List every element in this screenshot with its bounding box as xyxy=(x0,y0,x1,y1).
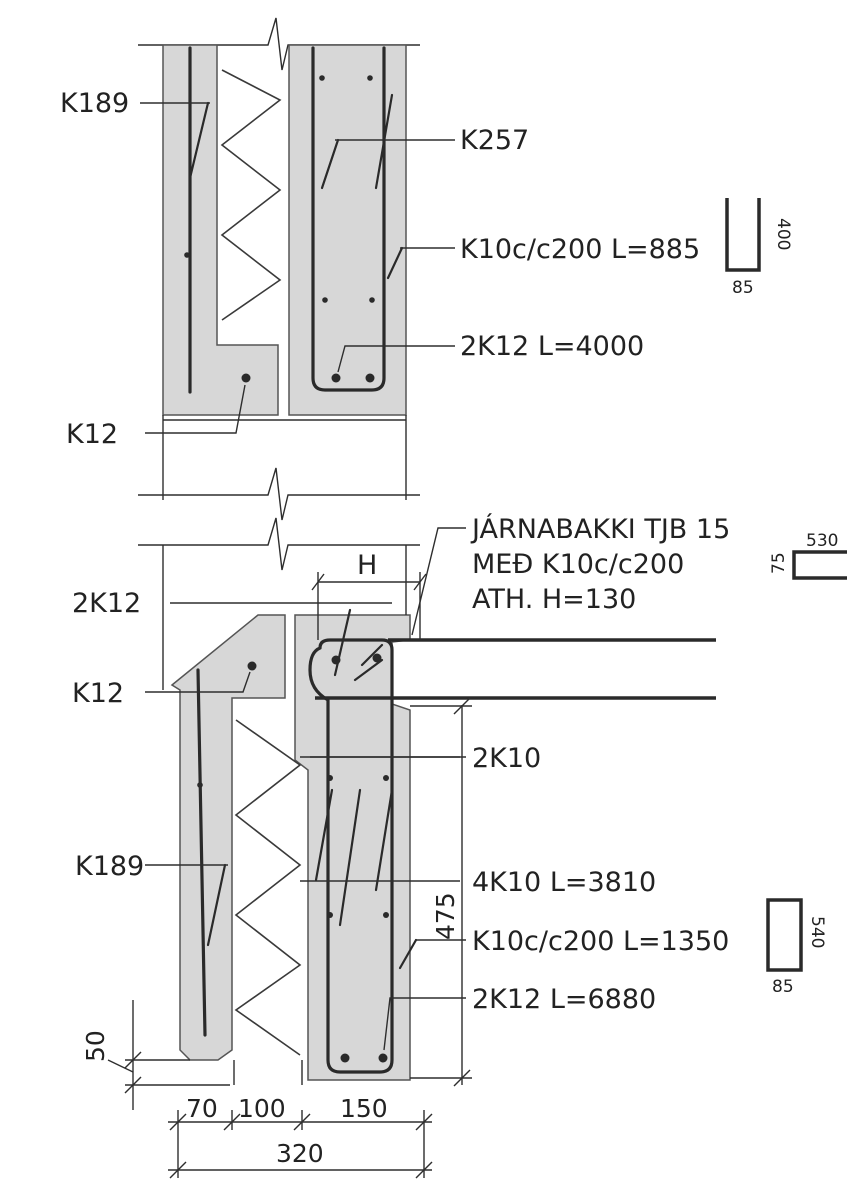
lower-tie xyxy=(374,788,394,892)
lower-insulation xyxy=(234,719,302,1056)
label-lower-4k10: 4K10 L=3810 xyxy=(472,867,656,898)
upper-k257-tie-2 xyxy=(374,93,394,190)
lower-k12-dot xyxy=(247,661,257,671)
lower-2k12-dot xyxy=(372,653,382,663)
upper-bar-dot xyxy=(367,75,373,81)
label-lower-2k12: 2K12 xyxy=(72,588,141,619)
lower-k189-bar xyxy=(196,668,207,1037)
lower-2k12-bottom-dot xyxy=(378,1053,388,1063)
lower-outer-leaf xyxy=(170,614,286,1061)
label-upper-k10c: K10c/c200 L=885 xyxy=(460,234,700,265)
lower-k189-tie xyxy=(206,863,227,947)
upper-k10c-tie xyxy=(386,246,404,280)
lower-2k12-bottom-dot xyxy=(340,1053,350,1063)
leader-upper-k12 xyxy=(145,384,246,434)
lower-tie xyxy=(398,938,418,970)
label-upper-stirrup-w: 85 xyxy=(732,278,754,298)
lower-wall-section: H 475 50 70 100 150 320 xyxy=(72,513,847,1179)
lower-tie xyxy=(314,788,334,882)
label-upper-k257: K257 xyxy=(460,125,529,156)
label-shape-85: 85 xyxy=(772,977,794,997)
dim-bottom-tick xyxy=(293,1113,311,1131)
leader-upper-2k12 xyxy=(337,345,455,373)
upper-k189-tie xyxy=(188,101,210,180)
label-dim-100: 100 xyxy=(238,1094,286,1123)
dim-bottom-tick xyxy=(169,1161,187,1179)
upper-bar-dot xyxy=(369,297,375,303)
lower-4k10-dot xyxy=(327,912,333,918)
lower-tie xyxy=(338,788,362,927)
label-shape-540: 540 xyxy=(807,916,827,948)
label-shape-530: 530 xyxy=(806,531,838,551)
lower-4k10-dot xyxy=(327,775,333,781)
upper-k12-dot xyxy=(241,373,251,383)
shape-530x75 xyxy=(792,550,847,580)
upper-bar-dot xyxy=(322,297,328,303)
lower-bar-dot xyxy=(197,782,203,788)
leader-jarnabakki xyxy=(411,527,466,636)
label-upper-k189: K189 xyxy=(60,88,129,119)
upper-bar-dot xyxy=(184,252,190,258)
label-shape-75: 75 xyxy=(769,552,789,574)
label-lower-k10c: K10c/c200 L=1350 xyxy=(472,926,729,957)
middle-break-line-2 xyxy=(138,517,420,571)
lower-tie xyxy=(360,643,384,667)
label-lower-2k10: 2K10 xyxy=(472,743,541,774)
upper-outer-leaf xyxy=(162,44,279,416)
label-lower-k189: K189 xyxy=(75,851,144,882)
upper-2k12-dot xyxy=(365,373,375,383)
upper-2k12-dot xyxy=(331,373,341,383)
label-dim-475: 475 xyxy=(431,892,460,940)
label-jarnabakki-line3: ATH. H=130 xyxy=(472,584,636,615)
lower-2k12-dot xyxy=(331,655,341,665)
dim-bottom-tick xyxy=(415,1161,433,1179)
leader-lower-2k12-bottom xyxy=(383,997,466,1051)
label-jarnabakki-line2: MEÐ K10c/c200 xyxy=(472,549,684,580)
label-jarnabakki-line1: JÁRNABAKKI TJB 15 xyxy=(470,513,730,545)
leader-lower-k12 xyxy=(145,671,251,693)
upper-wall-section: K189 K257 K10c/c200 L=885 2K12 L=4000 K1… xyxy=(60,17,793,571)
label-dim-150: 150 xyxy=(340,1094,388,1123)
label-lower-k12: K12 xyxy=(72,678,124,709)
dim-50-tick xyxy=(124,1051,142,1069)
upper-insulation xyxy=(220,69,282,321)
dim-bottom-tick xyxy=(223,1113,241,1131)
lower-4k10-dot xyxy=(383,775,389,781)
lower-stirrup xyxy=(308,638,394,1074)
label-dim-70: 70 xyxy=(186,1094,218,1123)
dim-bottom-tick xyxy=(169,1113,187,1131)
lower-tie xyxy=(353,658,384,682)
shape-540x85 xyxy=(766,898,803,972)
label-h: H xyxy=(357,550,377,581)
upper-k257-tie-1 xyxy=(320,138,340,190)
label-upper-2k12: 2K12 L=4000 xyxy=(460,331,644,362)
lower-4k10-dot xyxy=(383,912,389,918)
label-upper-stirrup-h: 400 xyxy=(773,218,793,250)
label-dim-320: 320 xyxy=(276,1139,324,1168)
dim-50-tick xyxy=(124,1076,142,1094)
label-upper-k12: K12 xyxy=(66,419,118,450)
upper-stirrup xyxy=(311,46,386,392)
upper-stirrup-shape xyxy=(725,198,761,272)
dim-50-leader xyxy=(107,1059,134,1073)
label-dim-50: 50 xyxy=(81,1030,110,1062)
dim-bottom-tick xyxy=(415,1113,433,1131)
upper-bar-dot xyxy=(319,75,325,81)
label-lower-2k12-bottom: 2K12 L=6880 xyxy=(472,984,656,1015)
middle-break-line-1 xyxy=(138,467,420,521)
upper-inner-leaf xyxy=(288,44,407,416)
